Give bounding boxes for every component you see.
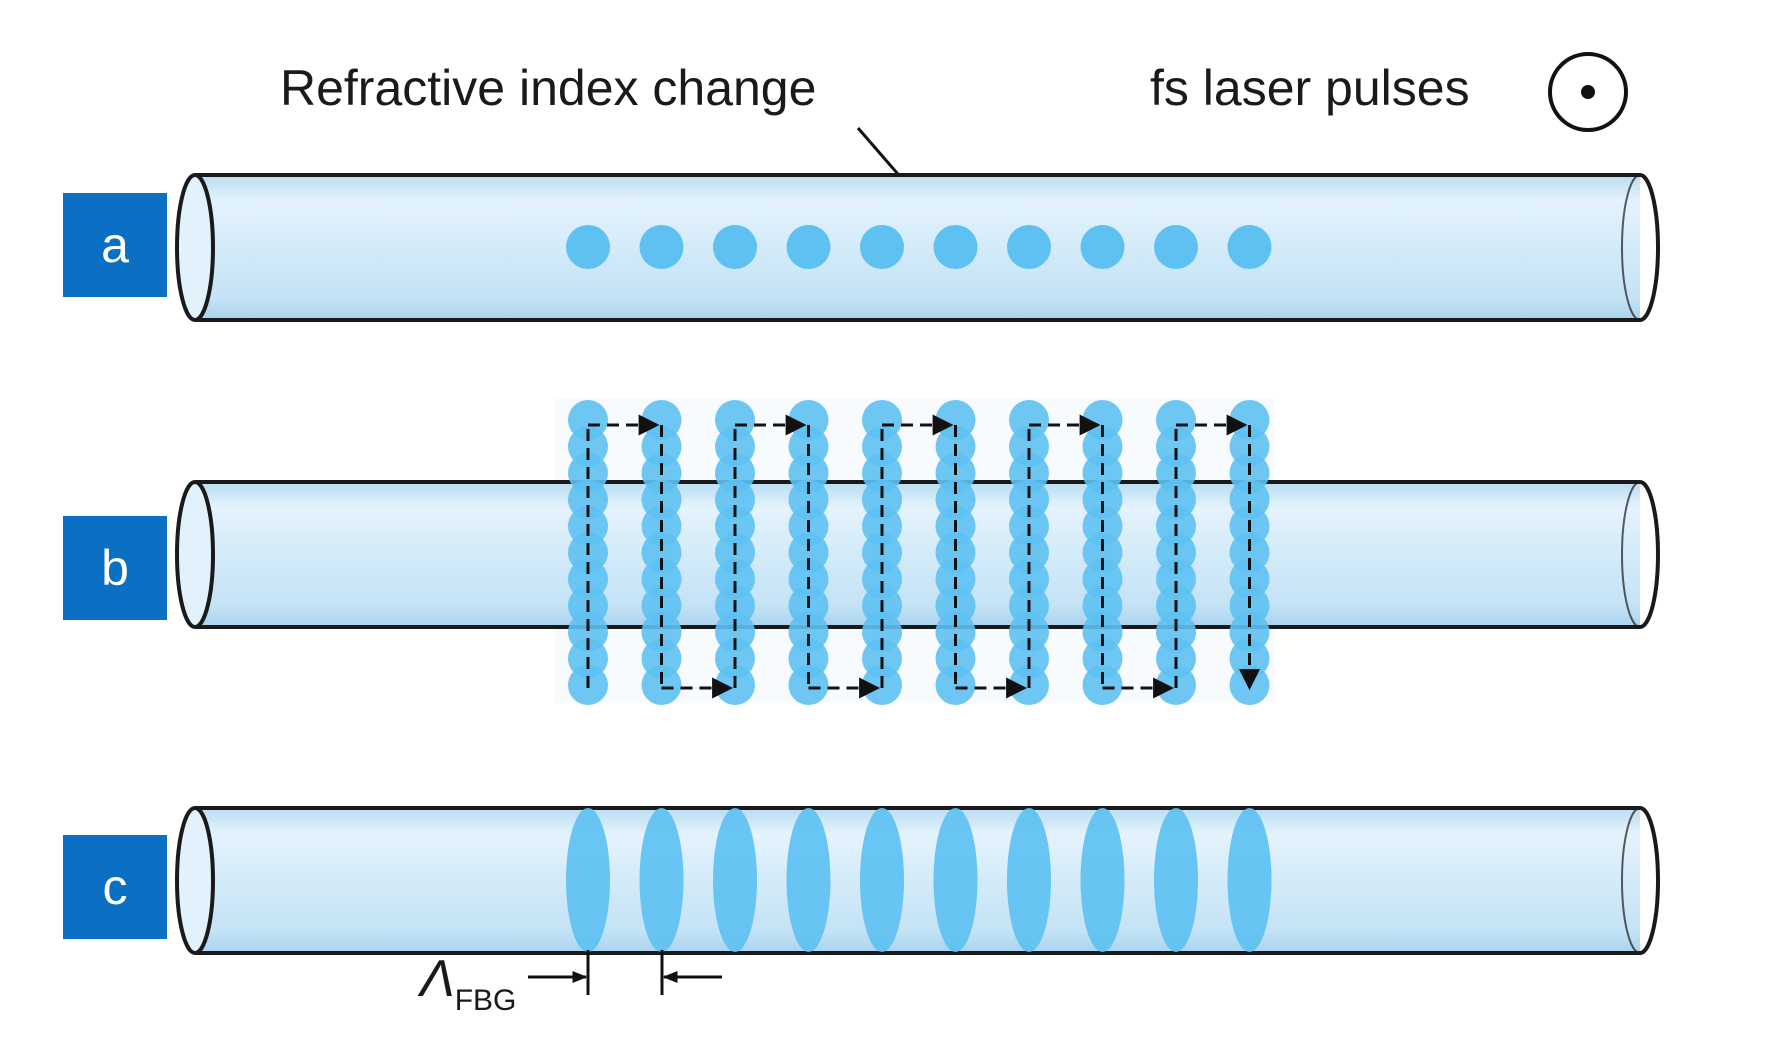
fiber-b xyxy=(175,480,1660,629)
plane-modification xyxy=(1080,808,1125,952)
plane-modifications xyxy=(566,808,1272,952)
panel-b-badge xyxy=(63,516,167,620)
panel-a: a xyxy=(63,173,1660,322)
plane-modification xyxy=(566,808,610,952)
point-modification xyxy=(1080,225,1125,269)
panel-b: b xyxy=(63,398,1660,705)
point-modifications xyxy=(566,225,1272,269)
point-modification xyxy=(933,225,978,269)
point-modification xyxy=(566,225,610,269)
panel-c-letter: c xyxy=(103,859,128,915)
panel-a-badge xyxy=(63,193,167,297)
point-modification xyxy=(639,225,684,269)
period-subscript: FBG xyxy=(455,984,517,1017)
plane-modification xyxy=(860,808,904,952)
panel-a-letter: a xyxy=(101,217,129,273)
plane-modification xyxy=(1007,808,1051,952)
scan-path xyxy=(586,414,1260,699)
grating-period-label: ΛFBG xyxy=(417,950,516,1017)
period-symbol: Λ xyxy=(417,950,455,1008)
panel-c-badge xyxy=(63,835,167,939)
line-modification xyxy=(1009,400,1049,705)
point-modification xyxy=(786,225,831,269)
refractive-index-label: Refractive index change xyxy=(280,60,816,116)
point-modification xyxy=(1227,225,1272,269)
point-modification xyxy=(713,225,757,269)
grating-period-marker xyxy=(528,950,722,995)
fs-laser-pulses-label: fs laser pulses xyxy=(1150,60,1470,116)
fiber-c xyxy=(175,806,1660,955)
line-modification xyxy=(1229,400,1270,705)
plane-modification xyxy=(1154,808,1198,952)
point-modification xyxy=(1154,225,1198,269)
line-modification xyxy=(788,400,829,705)
fiber-a xyxy=(175,173,1660,322)
panel-b-letter: b xyxy=(101,540,129,596)
point-modification xyxy=(860,225,904,269)
plane-modification xyxy=(639,808,684,952)
plane-modification xyxy=(1227,808,1272,952)
plane-modification xyxy=(933,808,978,952)
panel-c: c ΛFBG xyxy=(63,806,1660,1017)
out-of-plane-beam-icon xyxy=(1548,52,1628,132)
point-modification xyxy=(1007,225,1051,269)
plane-modification xyxy=(713,808,757,952)
plane-modification xyxy=(786,808,831,952)
